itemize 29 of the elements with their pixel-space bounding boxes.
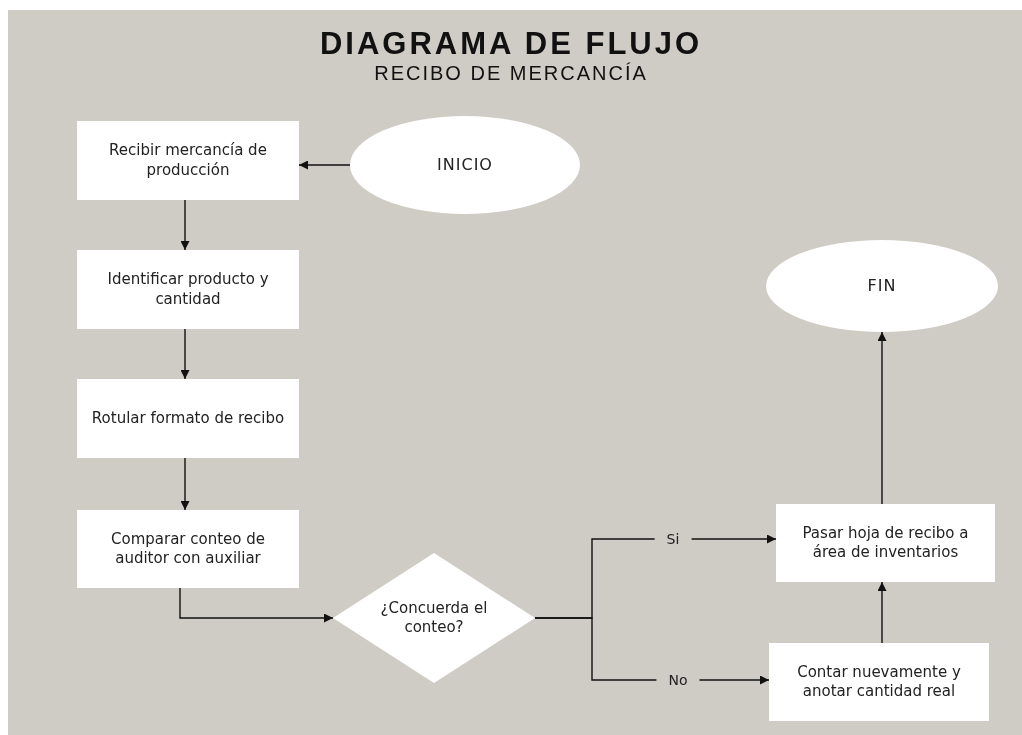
decision-diamond — [333, 553, 535, 683]
edge-label: Si — [654, 531, 692, 547]
arrow — [180, 199, 190, 251]
node-text: Identificar producto y cantidad — [106, 270, 270, 309]
process-box — [77, 379, 299, 458]
title: DIAGRAMA DE FLUJO — [319, 26, 703, 62]
arrow — [877, 581, 887, 644]
arrow — [877, 331, 887, 505]
node-text: FIN — [866, 275, 898, 297]
arrow — [179, 587, 334, 623]
arrow — [180, 457, 190, 511]
terminal-ellipse — [766, 240, 998, 332]
process-box — [77, 250, 299, 329]
node-text: Recibir mercancía de producción — [108, 141, 268, 180]
process-box — [77, 121, 299, 200]
process-box — [77, 510, 299, 588]
node-text: Comparar conteo de auditor con auxiliar — [110, 529, 266, 569]
arrow — [180, 328, 190, 380]
process-box — [776, 504, 995, 582]
subtitle: RECIBO DE MERCANCÍA — [374, 62, 648, 85]
node-text: ¿Concuerda el conteo? — [379, 598, 489, 638]
process-box — [769, 643, 989, 721]
node-text: Rotular formato de recibo — [90, 408, 286, 429]
terminal-ellipse — [350, 116, 580, 214]
arrow — [298, 160, 351, 170]
node-text: Pasar hoja de recibo a área de inventarios — [801, 523, 970, 563]
edge-label: No — [656, 672, 700, 688]
node-text: INICIO — [436, 154, 494, 176]
node-text: Contar nuevamente y anotar cantidad real — [796, 662, 962, 702]
